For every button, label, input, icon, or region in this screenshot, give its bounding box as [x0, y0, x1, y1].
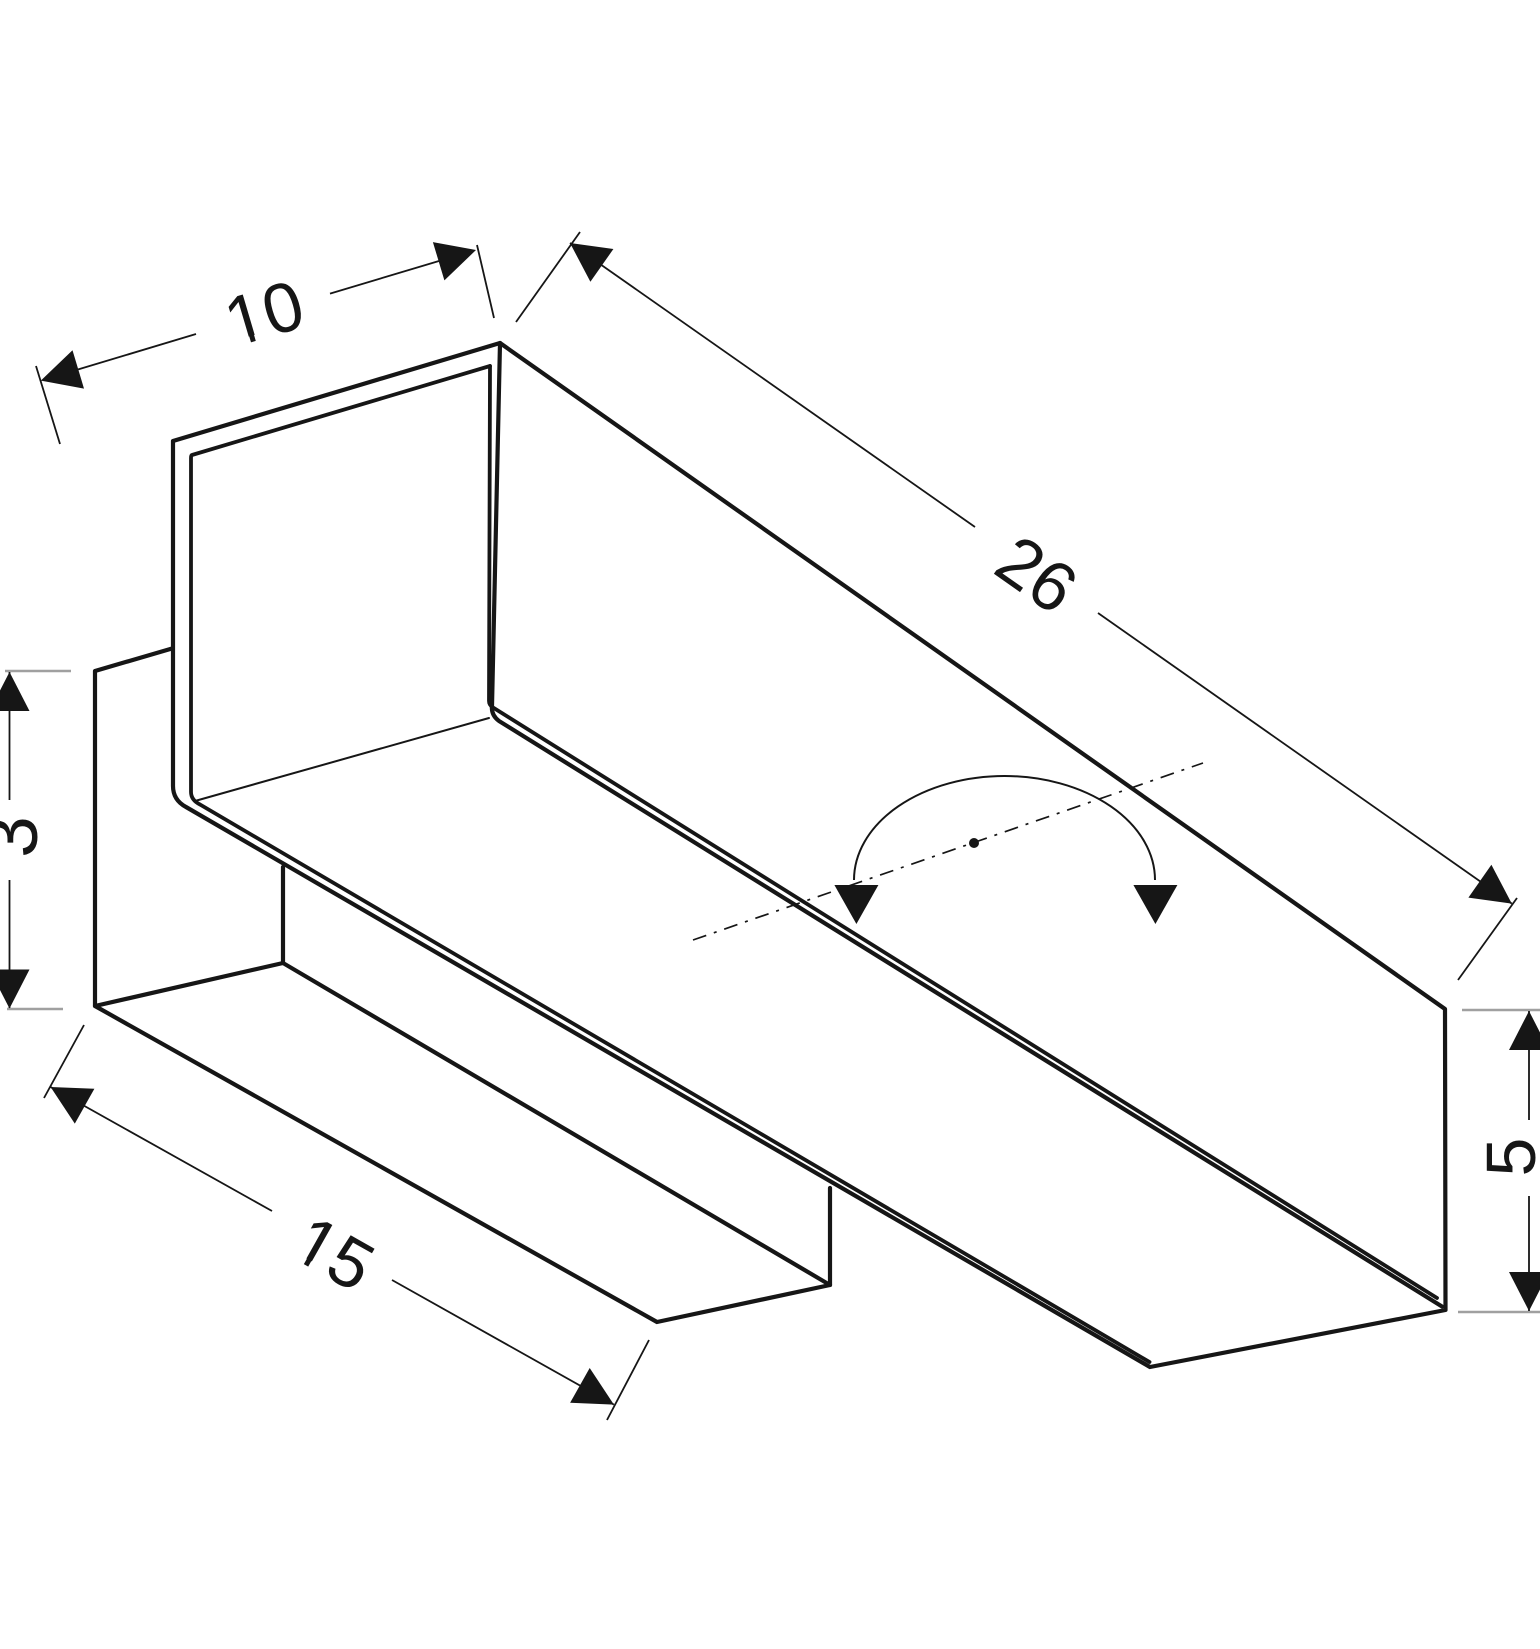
svg-text:5: 5: [1472, 1138, 1540, 1177]
svg-text:3: 3: [0, 816, 53, 858]
